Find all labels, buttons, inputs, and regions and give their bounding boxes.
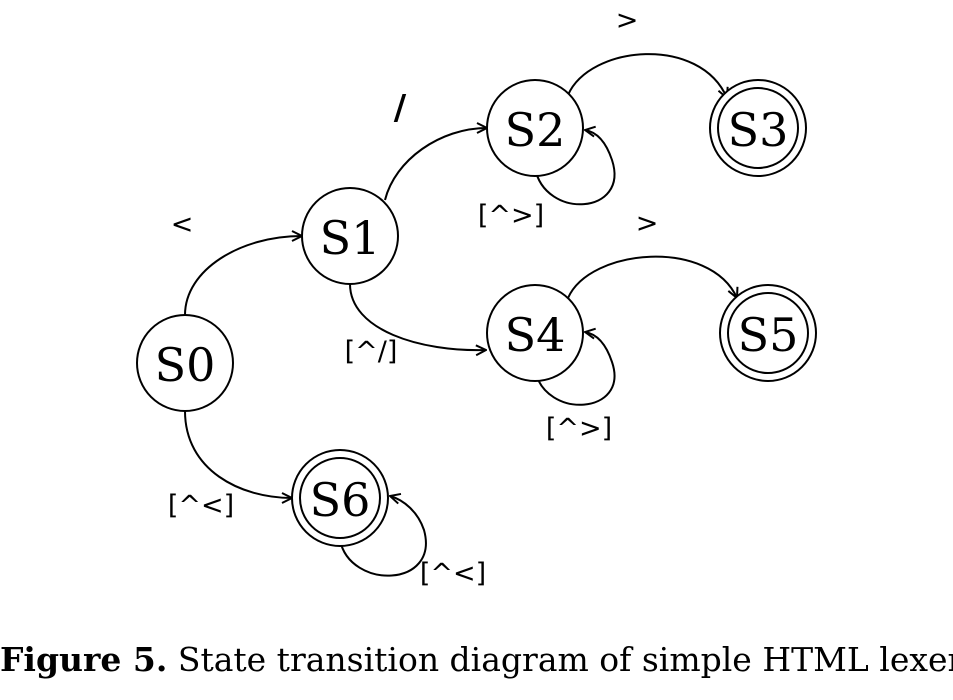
edge-label-s1-s2: / [394, 88, 407, 128]
state-s3 [709, 79, 807, 177]
edge-label-s0-s1: < [171, 209, 194, 240]
edge-s4-s5 [567, 255, 737, 298]
state-s3-label: S3 [728, 103, 789, 157]
edge-s2-s3 [567, 53, 727, 98]
state-s0-label: S0 [155, 338, 216, 392]
state-s5 [719, 284, 817, 382]
loop-s6 [339, 496, 427, 577]
state-s0 [136, 314, 234, 412]
edge-s0-s6 [184, 410, 292, 498]
state-s1 [301, 187, 399, 285]
edge-label-s4-s5: > [636, 208, 659, 239]
state-transition-diagram: S0 S1 S2 S3 S4 S5 S6 < / > [^>] [^/] > [… [136, 5, 817, 589]
state-s1-label: S1 [320, 211, 381, 265]
state-s2-label: S2 [505, 103, 566, 157]
figure-caption-text: State transition diagram of simple HTML … [177, 640, 953, 679]
edge-s0-s1 [184, 236, 302, 316]
edge-label-s2-s3: > [616, 5, 639, 36]
state-s5-label: S5 [738, 308, 799, 362]
edge-label-s1-s4: [^/] [345, 336, 398, 367]
loop-label-s4: [^>] [546, 413, 612, 444]
figure-caption: Figure 5. State transition diagram of si… [0, 640, 953, 679]
loop-s2 [534, 130, 616, 206]
state-s2 [486, 79, 584, 177]
state-s4 [486, 284, 584, 382]
state-s6 [291, 449, 389, 547]
figure-number: Figure 5. [0, 640, 168, 679]
edge-s1-s4 [349, 283, 486, 350]
loop-s4 [534, 332, 616, 406]
state-s6-label: S6 [310, 473, 371, 527]
edge-label-s0-s6: [^<] [168, 490, 234, 521]
loop-label-s6: [^<] [420, 558, 486, 589]
loop-label-s2: [^>] [478, 200, 544, 231]
state-s4-label: S4 [505, 308, 566, 362]
edge-s1-s2 [384, 128, 487, 201]
